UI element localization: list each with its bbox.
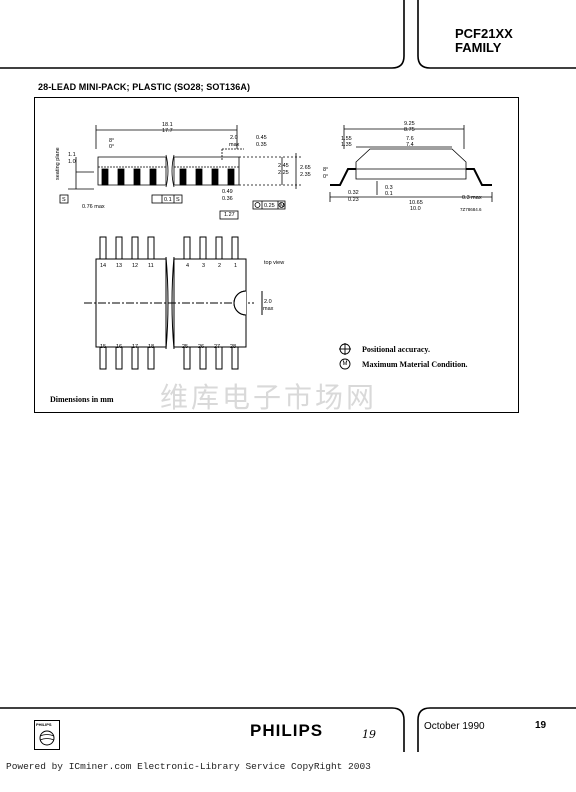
- datum-s: S: [62, 197, 66, 203]
- pin-label: 25: [182, 344, 189, 350]
- dim-angle-max: 8°: [109, 138, 115, 144]
- dim-span-min: 10.0: [410, 206, 421, 212]
- pin-label: 15: [100, 344, 107, 350]
- pin-label: 12: [132, 263, 139, 269]
- dim-foot-min: 0.23: [348, 197, 359, 203]
- pin-label: 1: [234, 263, 238, 269]
- footer-date: October 1990: [424, 721, 485, 732]
- dim-shoulder-max: 1.55: [341, 136, 352, 142]
- pin-label: 18: [148, 344, 155, 350]
- pin-label: 28: [230, 344, 237, 350]
- doc-title-line2: FAMILY: [455, 40, 502, 55]
- dim-end-angle-min: 0°: [323, 174, 329, 180]
- dim-lead-w-max: 0.49: [222, 189, 233, 195]
- side-view: [59, 125, 302, 220]
- pin-label: 14: [100, 263, 107, 269]
- brand-name: PHILIPS: [250, 721, 324, 740]
- page-number: 19: [535, 720, 547, 731]
- pin-label: 2: [218, 263, 222, 269]
- pin-label: 11: [148, 263, 154, 269]
- notch-unit: max: [263, 306, 274, 312]
- dim-angle-min: 0°: [109, 144, 115, 150]
- pin-label: 26: [198, 344, 205, 350]
- mmc-icon: [339, 358, 351, 370]
- drawing-frame: [34, 97, 519, 413]
- legend-positional: Positional accuracy.: [362, 345, 430, 354]
- dim-pitch: 1.27: [224, 212, 235, 218]
- watermark: 维库电子市场网: [160, 381, 378, 414]
- dim-gap-max: 2.0: [230, 135, 238, 141]
- dim-thick-max: 0.45: [256, 135, 267, 141]
- handwritten-number: 19: [362, 728, 376, 741]
- dim-body-w-min: 7.4: [406, 142, 414, 148]
- pin-label: 4: [186, 263, 190, 269]
- dim-standoff-min: 0.1: [385, 191, 393, 197]
- dim-lead-w-min: 0.36: [222, 196, 233, 202]
- dim-body-w-max: 7.6: [406, 136, 414, 142]
- legend-mmc-symbol: M: [342, 361, 348, 367]
- top-view: [84, 236, 263, 370]
- dim-lead-offset: 0.76 max: [82, 204, 105, 210]
- pin-label: 16: [116, 344, 123, 350]
- philips-emblem-icon: [39, 730, 55, 746]
- pin-label: 17: [132, 344, 139, 350]
- dim-lead-h-min: 1.0: [68, 159, 76, 165]
- philips-shield-logo: PHILIPS: [34, 720, 60, 750]
- dim-width-min: 8.75: [404, 127, 415, 133]
- pos-tol-m: M: [280, 203, 285, 209]
- dim-end-angle-max: 8°: [323, 167, 329, 173]
- end-view: [329, 125, 493, 202]
- top-view-label: top view: [264, 260, 285, 266]
- pin-label: 13: [116, 263, 123, 269]
- dimensions-note: Dimensions in mm: [50, 395, 114, 404]
- dim-foot-max: 0.32: [348, 190, 359, 196]
- section-title: 28-LEAD MINI-PACK; PLASTIC (SO28; SOT136…: [38, 82, 251, 92]
- dim-total-h-max: 2.65: [300, 165, 311, 171]
- dim-length-min: 17.7: [162, 128, 173, 134]
- flatness-datum: S: [176, 197, 180, 203]
- drawing-code: 7Z78684.6: [460, 207, 482, 212]
- dim-lead-len: 0.3 max: [462, 195, 482, 201]
- logo-text: PHILIPS: [36, 722, 52, 727]
- package-drawing: [59, 125, 493, 370]
- legend-mmc: Maximum Material Condition.: [362, 360, 468, 369]
- seating-plane-label: seating plane: [55, 147, 61, 180]
- dim-gap-unit: max: [229, 142, 240, 148]
- dim-standoff-max: 0.3: [385, 185, 393, 191]
- flatness-value: 0.1: [164, 197, 172, 203]
- doc-title-line1: PCF21XX: [455, 26, 513, 41]
- powered-by: Powered by ICminer.com Electronic-Librar…: [6, 761, 371, 772]
- dim-thick-min: 0.35: [256, 142, 267, 148]
- dim-lead-h-max: 1.1: [68, 152, 76, 158]
- footer-rule: [0, 707, 576, 752]
- dim-body-h-min: 2.25: [278, 170, 289, 176]
- dim-span-max: 10.65: [409, 200, 423, 206]
- pin-label: 27: [214, 344, 221, 350]
- header-rule: [0, 0, 576, 69]
- dim-total-h-min: 2.35: [300, 172, 311, 178]
- dim-length-max: 18.1: [162, 122, 173, 128]
- legend-symbols: [339, 343, 351, 370]
- pos-tol-value: 0.25: [264, 203, 275, 209]
- dim-width-max: 9.25: [404, 121, 415, 127]
- notch-dim: 2.0: [264, 299, 272, 305]
- dim-shoulder-min: 1.35: [341, 142, 352, 148]
- dim-body-h-max: 2.45: [278, 163, 289, 169]
- pin-label: 3: [202, 263, 206, 269]
